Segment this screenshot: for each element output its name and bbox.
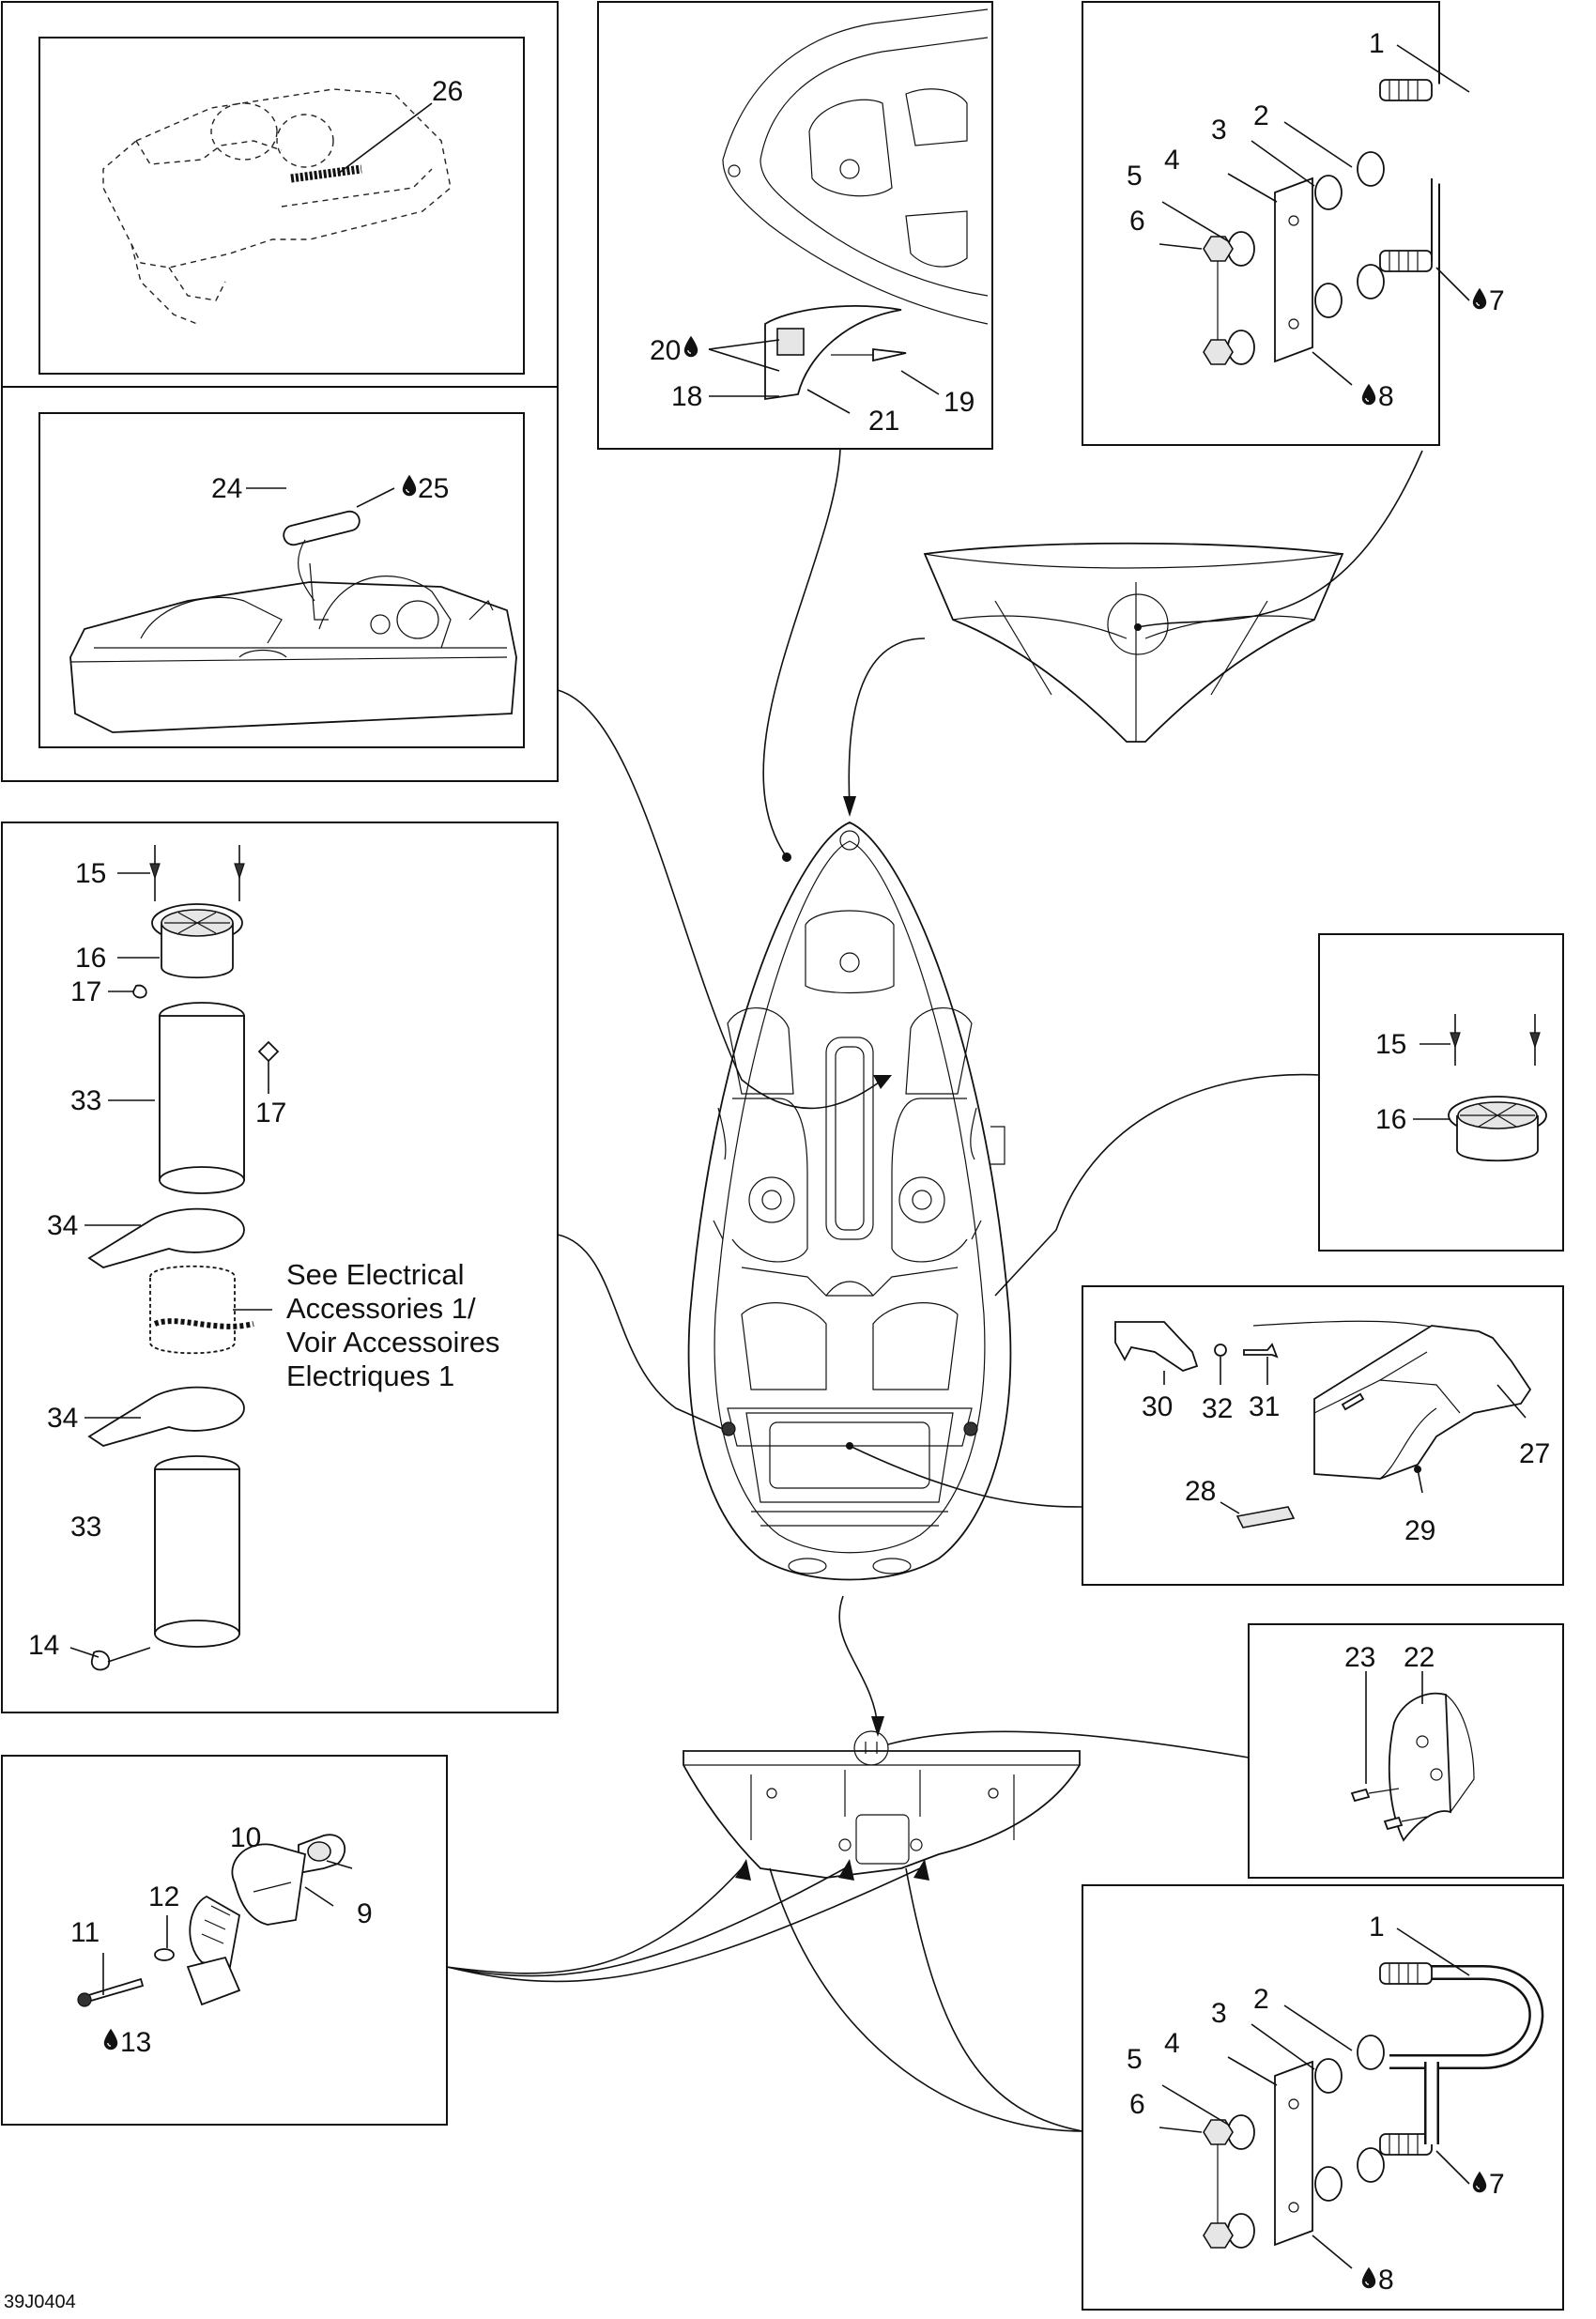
lubricant-drop-icon	[1361, 383, 1376, 406]
label-5: 5	[1127, 161, 1143, 192]
label-19: 19	[944, 387, 974, 418]
label-31: 31	[1249, 1391, 1280, 1422]
panel-frame-console	[1, 1, 559, 388]
label-10: 10	[230, 1822, 261, 1853]
panel-inner-grab-handle	[38, 412, 525, 748]
lubricant-drop-icon	[1472, 287, 1487, 310]
drain-plug-assembly	[77, 1834, 929, 2007]
label-18: 18	[671, 381, 702, 412]
label-28: 28	[1185, 1476, 1216, 1507]
flex-hose-upper	[159, 1002, 245, 1194]
label-6: 6	[1129, 206, 1145, 237]
panel-u-bolt-top	[1082, 1, 1440, 446]
panel-vent-hose	[1, 822, 559, 1713]
panel-drain-plug	[1, 1755, 448, 2126]
label-15: 15	[1375, 1029, 1406, 1060]
label-5: 5	[1127, 2044, 1143, 2075]
lubricant-drop-icon	[1361, 2266, 1376, 2289]
label-26: 26	[432, 76, 463, 107]
panel-step	[1082, 1285, 1564, 1586]
figure-code: 39J0404	[4, 2292, 76, 2312]
label-15: 15	[75, 858, 106, 889]
label-3: 3	[1211, 115, 1227, 146]
hull-deck-illustration	[69, 487, 517, 733]
label-14: 14	[28, 1630, 59, 1661]
panel-inner-console	[38, 37, 525, 375]
label-27: 27	[1519, 1438, 1550, 1469]
leader-bow-eye	[762, 448, 841, 858]
wire-loom	[149, 1265, 272, 1355]
label-34: 34	[47, 1403, 78, 1434]
label-33: 33	[70, 1512, 101, 1543]
reboarding-guard-assembly	[1350, 1671, 1475, 1842]
label-7: 7	[1489, 2169, 1505, 2200]
label-9: 9	[357, 1898, 373, 1929]
label-20: 20	[650, 335, 681, 366]
label-25: 25	[418, 473, 449, 504]
watercraft-hull-top-view	[687, 822, 1012, 1581]
label-16: 16	[75, 943, 106, 974]
label-11: 11	[70, 1917, 100, 1948]
bow-front-view	[843, 450, 1423, 817]
label-8: 8	[1378, 381, 1394, 412]
stern-rear-view	[683, 1595, 1250, 1879]
panel-bow-eye	[597, 1, 993, 450]
flex-hose-lower	[154, 1455, 240, 1648]
label-17: 17	[70, 976, 101, 1007]
label-34: 34	[47, 1210, 78, 1241]
label-4: 4	[1164, 145, 1180, 176]
boarding-step-assembly	[849, 1320, 1532, 1528]
electrical-note-line-3: Voir Accessoires	[286, 1326, 499, 1359]
label-1: 1	[1369, 1912, 1385, 1943]
label-21: 21	[868, 406, 899, 437]
panel-vent-small	[1318, 933, 1564, 1252]
lubricant-drop-icon	[683, 335, 698, 358]
electrical-note-line-4: Electriques 1	[286, 1359, 454, 1392]
label-1: 1	[1369, 28, 1385, 59]
lubricant-drop-icon	[103, 2028, 118, 2050]
label-16: 16	[1375, 1104, 1406, 1135]
label-6: 6	[1129, 2089, 1145, 2120]
leader-grab-handle	[557, 689, 883, 1110]
label-22: 22	[1404, 1642, 1435, 1673]
label-29: 29	[1404, 1515, 1435, 1546]
panel-u-bolt-bottom	[1082, 1884, 1564, 2311]
u-bolt-assembly-bottom	[769, 1867, 1544, 2269]
label-3: 3	[1211, 1998, 1227, 2029]
electrical-note-line-1: See Electrical	[286, 1258, 465, 1291]
label-33: 33	[70, 1085, 101, 1116]
label-24: 24	[211, 473, 242, 504]
panel-guard	[1248, 1623, 1564, 1879]
bow-illustration	[708, 8, 989, 414]
label-17: 17	[255, 1098, 286, 1129]
label-30: 30	[1142, 1391, 1173, 1422]
label-13: 13	[120, 2027, 151, 2058]
electrical-note-line-2: Accessories 1/	[286, 1292, 476, 1325]
vent-cover-small	[994, 1014, 1547, 1297]
u-bolt-assembly-top	[1159, 44, 1542, 386]
label-2: 2	[1253, 1984, 1269, 2015]
label-32: 32	[1202, 1393, 1233, 1424]
lubricant-drop-icon	[402, 474, 417, 497]
console-illustration	[102, 88, 452, 325]
label-7: 7	[1489, 285, 1505, 316]
label-12: 12	[148, 1881, 179, 1912]
label-23: 23	[1344, 1642, 1375, 1673]
panel-frame-grab-handle	[1, 386, 559, 782]
label-8: 8	[1378, 2265, 1394, 2296]
lubricant-drop-icon	[1472, 2171, 1487, 2193]
label-2: 2	[1253, 100, 1269, 131]
label-4: 4	[1164, 2028, 1180, 2059]
vent-hose-assembly	[69, 845, 724, 1671]
